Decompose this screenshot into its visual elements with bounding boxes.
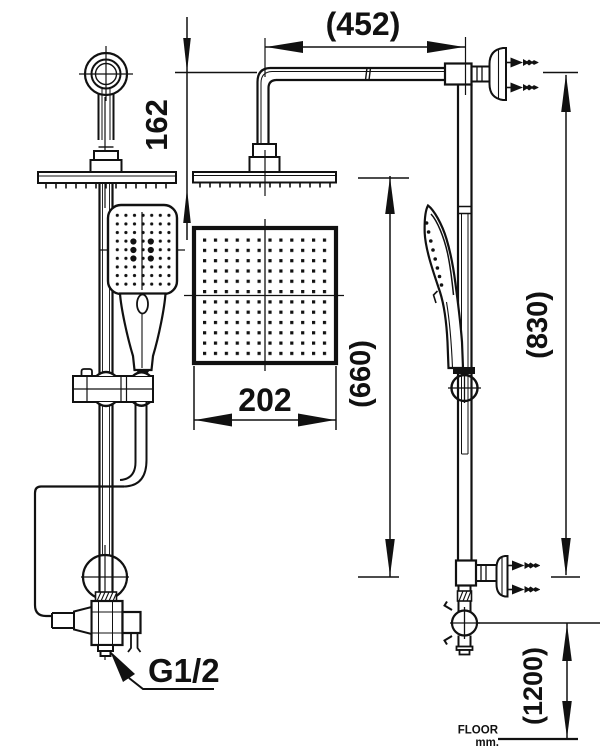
shower-hose (33, 402, 148, 618)
top-wall-mount-side (83, 51, 129, 140)
thread-size-label: G1/2 (148, 652, 220, 689)
slider-bracket (72, 368, 154, 408)
inlet-fitting (99, 650, 112, 657)
shower-column-side-view (33, 46, 185, 660)
dim-452: (452) (264, 6, 467, 95)
spray-nozzles-side (45, 183, 167, 189)
mounting-screw (506, 82, 539, 93)
mounting-screw (507, 584, 540, 595)
wall-bracket-bottom (454, 555, 540, 598)
shower-arm (256, 66, 445, 144)
wall-flange-top (443, 47, 539, 101)
dim-162: 162 (139, 17, 257, 240)
rain-head-bottom-view (184, 219, 344, 371)
bracket-knob (80, 368, 93, 376)
nozzle-edge-dots (424, 221, 444, 287)
dim-660: (660) (345, 176, 409, 578)
spray-face-big-dots (130, 238, 154, 262)
floor-label: FLOOR mm. (458, 725, 499, 750)
dim-202-label: 202 (238, 382, 291, 418)
hand-shower-holder (448, 367, 481, 403)
valve-lever (443, 600, 453, 646)
bottom-valve-side (51, 553, 142, 657)
dim-660-label: (660) (345, 340, 377, 408)
front-view (192, 47, 540, 656)
dim-1200-label: (1200) (518, 647, 548, 725)
floor-word: FLOOR (458, 725, 499, 737)
rail-coupling (458, 205, 472, 215)
spray-nozzles-front (199, 182, 331, 188)
floor-unit: mm. (475, 737, 499, 749)
mounting-screw (507, 560, 540, 571)
dim-162-label: 162 (139, 99, 174, 151)
dim-1200: (1200) (477, 622, 600, 741)
dim-452-label: (452) (326, 6, 401, 42)
hose-inlet-stub (51, 612, 74, 629)
dim-830-label: (830) (522, 291, 554, 359)
dim-830: (830) (522, 71, 580, 578)
diverter-valve-front (443, 585, 480, 656)
hand-shower-face (106, 203, 179, 376)
rain-shower-head-front (192, 143, 337, 196)
side-outlet (121, 610, 142, 635)
dim-202: 202 (193, 366, 337, 430)
mounting-screw (506, 57, 539, 68)
mode-button (136, 293, 149, 315)
g12-callout: G1/2 (110, 651, 220, 690)
rain-shower-head-side (37, 146, 177, 189)
